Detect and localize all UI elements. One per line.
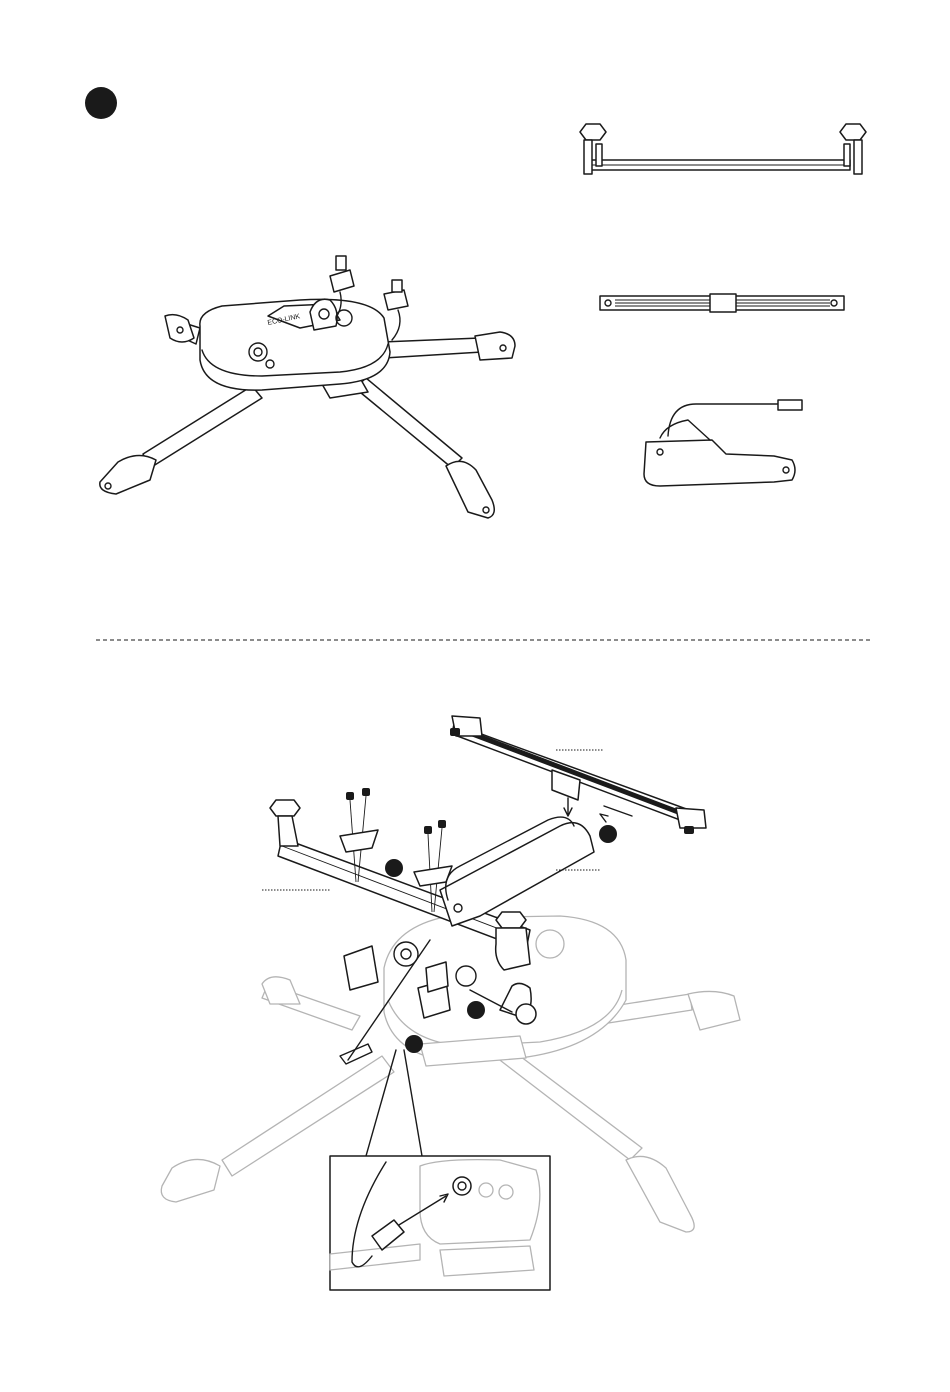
section-step-marker bbox=[85, 87, 117, 119]
actuator-motor-part bbox=[644, 400, 802, 486]
assembled-base-illustration: ECO-LINK bbox=[100, 256, 515, 518]
strap-assembly bbox=[450, 716, 706, 834]
leg-front-left bbox=[100, 386, 262, 494]
strap-part bbox=[600, 294, 844, 312]
leg-rear-right bbox=[382, 332, 515, 360]
leg-front-right bbox=[322, 378, 494, 518]
step-marker bbox=[467, 1001, 485, 1019]
leg-rear-left bbox=[165, 315, 200, 344]
mount-clamp-right bbox=[384, 280, 408, 340]
step-marker bbox=[599, 825, 617, 843]
central-housing: ECO-LINK bbox=[200, 299, 390, 390]
step-marker bbox=[405, 1035, 423, 1053]
crossbar-part bbox=[580, 124, 866, 174]
step-marker bbox=[385, 859, 403, 877]
